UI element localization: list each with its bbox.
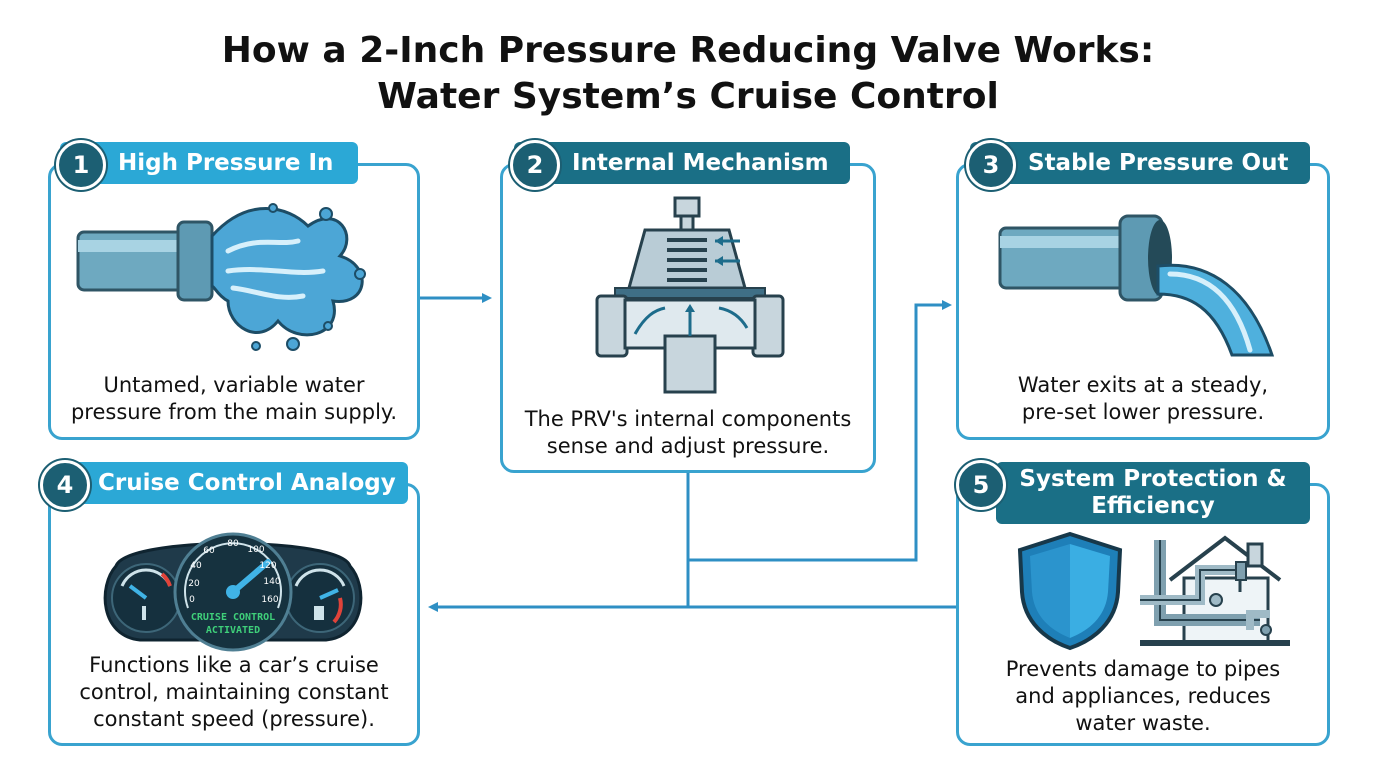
step-badge-3: 3 [966,140,1016,190]
pipe-burst-icon [76,203,366,351]
fuel-icon [314,606,324,620]
heading-line-2: Efficiency [1091,493,1215,519]
steady-outflow-icon [998,214,1275,357]
header-high-pressure-in: High Pressure In [60,142,358,184]
cruise-display-line-2: ACTIVATED [206,625,260,636]
caption-line: pressure from the main supply. [70,400,398,424]
heading-text: Cruise Control Analogy [98,470,396,496]
gauge-tick-labels: 20 40 60 80 100 120 140 160 0 [188,539,281,605]
gauge-tick: 40 [190,561,202,571]
caption-line: water waste. [1075,711,1211,735]
title-line-2: Water System’s Cruise Control [377,76,999,117]
gauge-tick: 0 [189,595,195,605]
header-internal-mechanism: Internal Mechanism [514,142,850,184]
gauge-tick: 80 [227,539,239,549]
step-badge-5: 5 [956,460,1006,510]
caption-cruise-control-analogy: Functions like a car’s cruise control, m… [52,652,416,733]
caption-system-protection: Prevents damage to pipes and appliances,… [960,656,1326,737]
caption-line: and appliances, reduces [1015,684,1271,708]
caption-line: Functions like a car’s cruise [89,653,379,677]
gauge-tick: 60 [203,546,215,556]
step-badge-2: 2 [510,140,560,190]
gauge-needle [230,559,271,595]
header-stable-pressure-out: Stable Pressure Out [970,142,1310,184]
header-cruise-control-analogy: Cruise Control Analogy [60,462,408,504]
caption-line: The PRV's internal components [524,407,852,431]
header-system-protection: System Protection & Efficiency [996,462,1310,524]
arrow-2-to-3 [686,300,952,562]
caption-line: constant speed (pressure). [93,707,375,731]
caption-line: Prevents damage to pipes [1005,657,1281,681]
speedometer-icon: 20 40 60 80 100 120 140 160 0 CRUISE CON… [103,532,363,652]
title-line-1: How a 2-Inch Pressure Reducing Valve Wor… [221,30,1155,71]
caption-line: sense and adjust pressure. [546,434,830,458]
caption-internal-mechanism: The PRV's internal components sense and … [504,406,872,460]
cruise-display-line-1: CRUISE CONTROL [191,612,275,623]
temp-icon [142,606,146,620]
gauge-tick: 20 [188,579,200,589]
heading-text: Internal Mechanism [572,150,829,176]
gauge-tick: 160 [261,595,278,605]
heading-line-1: System Protection & [1019,466,1287,492]
caption-stable-pressure-out: Water exits at a steady, pre-set lower p… [960,372,1326,426]
gauge-tick: 120 [259,561,276,571]
gauge-tick: 140 [263,577,280,587]
heading-text: High Pressure In [118,150,334,176]
house-plumbing-icon [1140,535,1290,646]
caption-high-pressure-in: Untamed, variable water pressure from th… [52,372,416,426]
caption-line: Untamed, variable water [103,373,365,397]
step-badge-4: 4 [40,460,90,510]
caption-line: pre-set lower pressure. [1021,400,1265,424]
gauge-tick: 100 [247,545,264,555]
heading-text: Stable Pressure Out [1028,150,1289,176]
caption-line: control, maintaining constant [79,680,389,704]
page-title: How a 2-Inch Pressure Reducing Valve Wor… [0,28,1376,120]
caption-line: Water exits at a steady, [1017,373,1269,397]
valve-cutaway-icon [595,196,785,394]
step-badge-1: 1 [56,140,106,190]
shield-icon [1017,531,1123,651]
